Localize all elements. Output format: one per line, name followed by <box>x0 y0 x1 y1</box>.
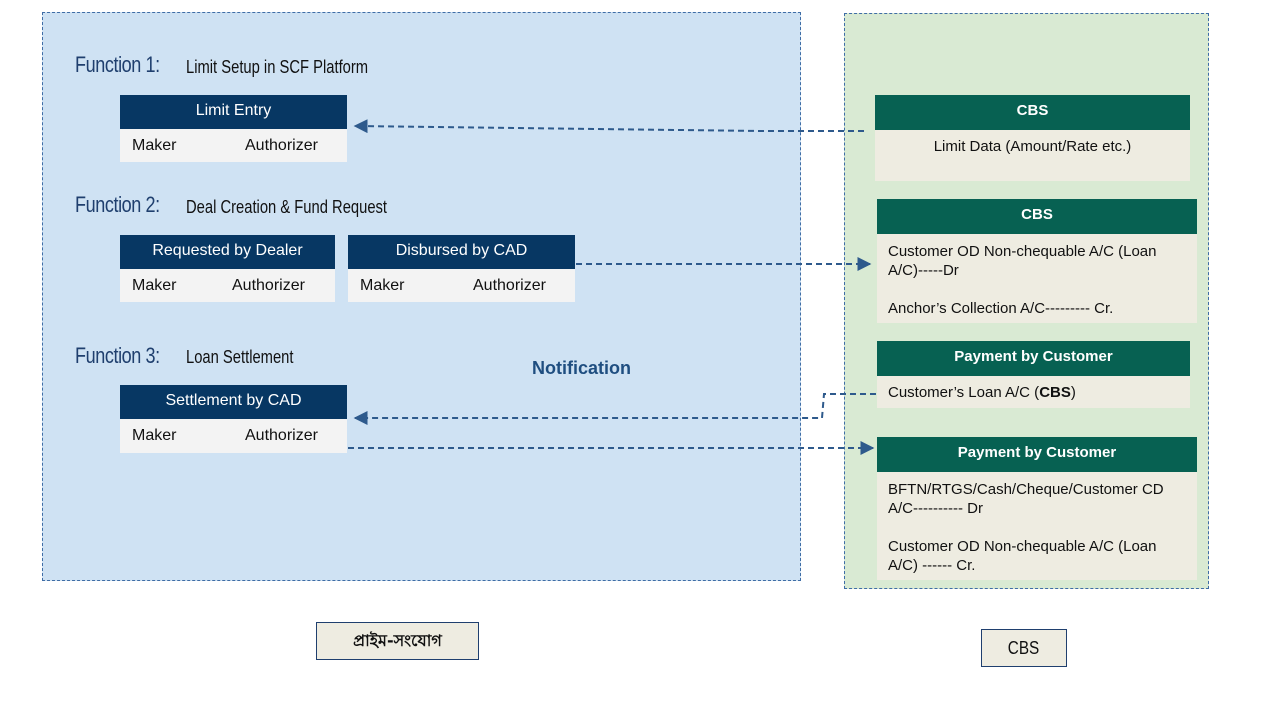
debit-entry: BFTN/RTGS/Cash/Cheque/Customer CD A/C---… <box>888 481 1164 517</box>
disbursed-by-cad-box: Disbursed by CAD Maker Authorizer <box>348 235 575 302</box>
limit-data-text: Limit Data (Amount/Rate etc.) <box>933 138 1132 155</box>
payment-entries: BFTN/RTGS/Cash/Cheque/Customer CD A/C---… <box>877 472 1197 575</box>
cbs-limit-box: CBS Limit Data (Amount/Rate etc.) <box>875 95 1190 181</box>
credit-entry: Customer OD Non-chequable A/C (Loan A/C)… <box>888 538 1157 574</box>
authorizer-label: Authorizer <box>245 137 318 154</box>
authorizer-label: Authorizer <box>473 277 546 294</box>
disbursed-by-cad-roles: Maker Authorizer <box>348 269 575 303</box>
function-2-description: Deal Creation & Fund Request <box>186 197 388 217</box>
debit-entry: Customer OD Non-chequable A/C (Loan A/C)… <box>888 243 1157 279</box>
limit-entry-box: Limit Entry Maker Authorizer <box>120 95 347 162</box>
disbursed-by-cad-title: Disbursed by CAD <box>348 235 575 269</box>
function-3-title: Function 3: <box>75 343 178 369</box>
limit-entry-title: Limit Entry <box>120 95 347 129</box>
payment-by-customer-title-1: Payment by Customer <box>877 341 1190 376</box>
credit-entry: Anchor’s Collection A/C--------- Cr. <box>888 300 1114 317</box>
authorizer-label: Authorizer <box>245 427 318 444</box>
function-2-title: Function 2: <box>75 192 178 218</box>
function-1-number: Function 1: <box>75 52 160 77</box>
maker-label: Maker <box>132 137 177 154</box>
maker-label: Maker <box>360 277 405 294</box>
loan-account-bold: CBS <box>1039 384 1071 401</box>
function-1-title: Function 1: <box>75 52 178 78</box>
cbs-disbursement-box: CBS Customer OD Non-chequable A/C (Loan … <box>877 199 1197 323</box>
authorizer-label: Authorizer <box>232 277 305 294</box>
cbs-label: CBS <box>981 629 1067 667</box>
notification-label: Notification <box>532 358 631 378</box>
function-3-description: Loan Settlement <box>186 347 294 367</box>
function-3-number: Function 3: <box>75 343 160 368</box>
settlement-by-cad-title: Settlement by CAD <box>120 385 347 419</box>
prime-sangjog-label: প্রাইম-সংযোগ <box>316 622 479 660</box>
requested-by-dealer-roles: Maker Authorizer <box>120 269 335 303</box>
settlement-by-cad-roles: Maker Authorizer <box>120 419 347 453</box>
limit-entry-roles: Maker Authorizer <box>120 129 347 163</box>
payment-by-customer-box-1: Payment by Customer Customer’s Loan A/C … <box>877 341 1190 408</box>
payment-by-customer-title-2: Payment by Customer <box>877 437 1197 472</box>
requested-by-dealer-title: Requested by Dealer <box>120 235 335 269</box>
maker-label: Maker <box>132 427 177 444</box>
payment-by-customer-box-2: Payment by Customer BFTN/RTGS/Cash/Chequ… <box>877 437 1197 580</box>
cbs-disbursement-title: CBS <box>877 199 1197 234</box>
loan-account-prefix: Customer’s Loan A/C ( <box>888 384 1040 401</box>
settlement-by-cad-box: Settlement by CAD Maker Authorizer <box>120 385 347 453</box>
loan-account-suffix: ) <box>1070 384 1076 401</box>
function-1-description: Limit Setup in SCF Platform <box>186 57 369 77</box>
function-2-number: Function 2: <box>75 192 160 217</box>
disbursement-entries: Customer OD Non-chequable A/C (Loan A/C)… <box>877 234 1197 318</box>
cbs-limit-title: CBS <box>875 95 1190 130</box>
cbs-label-text: CBS <box>1008 638 1040 658</box>
requested-by-dealer-box: Requested by Dealer Maker Authorizer <box>120 235 335 302</box>
maker-label: Maker <box>132 277 177 294</box>
customer-loan-account-text: Customer’s Loan A/C (CBS) <box>877 376 1190 402</box>
